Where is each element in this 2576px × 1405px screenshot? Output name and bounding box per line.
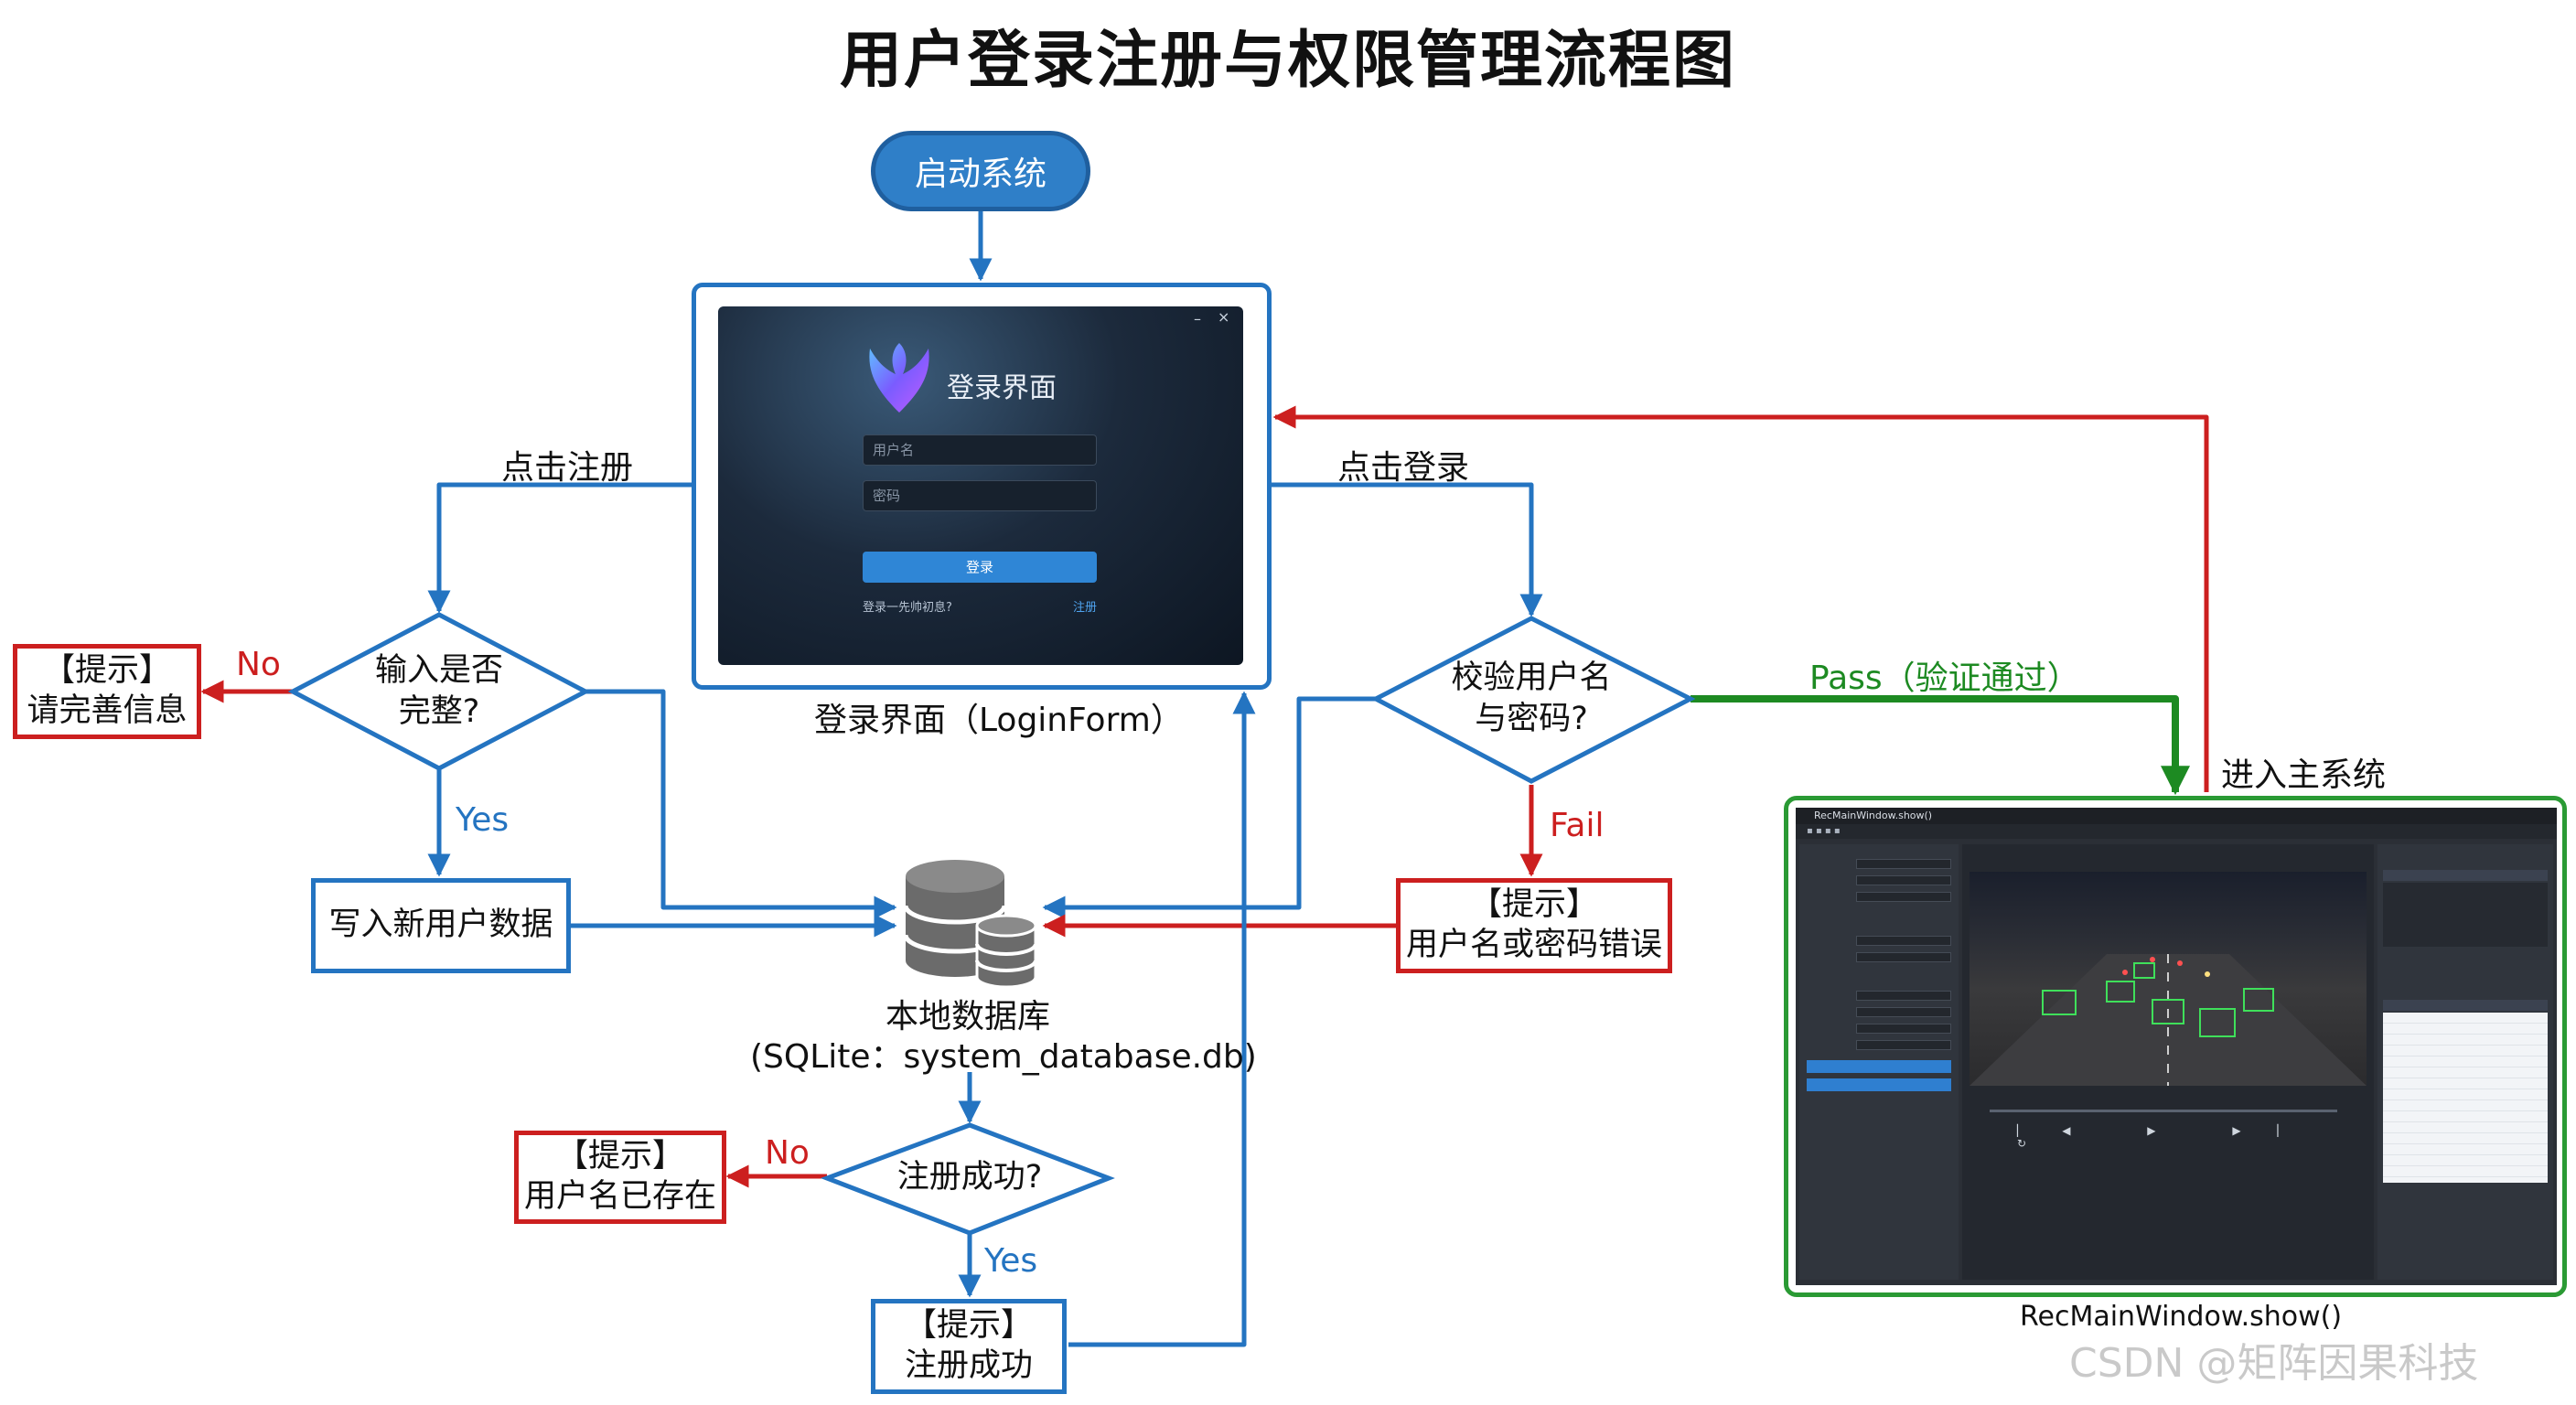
tip-error-box: 【提示】用户名或密码错误 [1396,878,1672,973]
db-name: 本地数据库 [886,998,1051,1035]
tip-complete-box: 【提示】请完善信息 [13,644,201,739]
label-yes-register: Yes [984,1242,1038,1280]
edge-login-register [427,482,692,614]
edge-verify-db [1042,696,1376,919]
main-window: RecMainWindow.show() ▪ ▪ ▪ ▪ [1796,808,2557,1285]
diamond-input-complete [287,612,591,771]
label-pass: Pass（验证通过） [1809,660,2080,697]
decision-input-complete: 输入是否完整? [374,651,503,731]
main-window-menu: ▪ ▪ ▪ ▪ [1796,824,2557,839]
edge-input-db [585,689,897,919]
decision-register-success: 注册成功? [896,1159,1043,1196]
traffic-video [1970,872,2367,1086]
label-click-register: 点击注册 [501,449,634,487]
label-no-input: No [236,646,281,683]
register-link[interactable]: 注册 [1073,601,1098,615]
edge-verify-pass [1690,695,2190,796]
edge-login-verify [1272,482,1543,617]
forgot-text: 登录一先帅初息? [863,601,952,615]
watermark: CSDN @矩阵因果科技 [2069,1340,2479,1387]
edge-main-login [1272,405,2209,792]
diagram-title: 用户登录注册与权限管理流程图 [839,25,1736,97]
main-window-right-panel [2377,844,2553,1280]
phoenix-logo-icon [869,343,929,413]
main-window-button-1[interactable] [1807,1060,1951,1073]
label-click-login: 点击登录 [1337,449,1470,487]
minimize-icon[interactable]: – [1194,310,1201,327]
login-window-title: 登录界面 [947,372,1057,404]
database-icon [903,860,1037,989]
login-caption: 登录界面（LoginForm） [814,702,1184,739]
write-user-box: 写入新用户数据 [311,878,571,973]
db-detail: (SQLite：system_database.db) [750,1038,1257,1076]
label-enter-main: 进入主系统 [2221,756,2387,794]
main-window-left-panel [1799,844,1959,1280]
login-window: – × 登录界面 用户名 密码 登录 登录一先帅初息? 注册 [718,306,1243,665]
edge-success-login [1068,691,1256,1347]
tip-success-box: 【提示】注册成功 [871,1299,1067,1394]
username-input[interactable]: 用户名 [863,434,1097,466]
start-node: 启动系统 [871,131,1090,211]
tip-exists-box: 【提示】用户名已存在 [514,1131,726,1224]
main-window-video-panel: ▏◀ ▶ ▶▏ ↻ [1962,844,2374,1280]
diamond-register-success [820,1122,1115,1236]
login-button[interactable]: 登录 [863,552,1097,583]
main-caption: RecMainWindow.show() [2020,1301,2343,1333]
main-window-titlebar: RecMainWindow.show() [1796,808,2557,824]
label-fail: Fail [1550,807,1605,844]
password-input[interactable]: 密码 [863,480,1097,511]
diamond-verify [1370,616,1696,784]
label-yes-input: Yes [456,801,510,839]
label-no-register: No [765,1134,810,1172]
decision-verify: 校验用户名与密码? [1451,659,1612,738]
playback-controls[interactable]: ▏◀ ▶ ▶▏ ↻ [2017,1124,2323,1150]
close-icon[interactable]: × [1218,308,1230,326]
main-window-button-2[interactable] [1807,1078,1951,1091]
